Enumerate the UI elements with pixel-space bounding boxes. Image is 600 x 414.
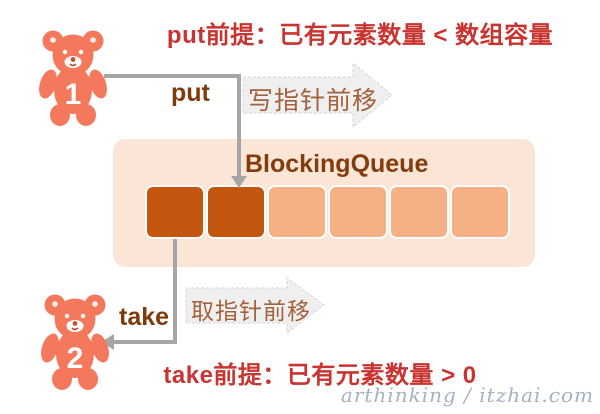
producer-number: 1: [65, 78, 82, 111]
bear-ear-dot: [92, 301, 98, 307]
consumer-bear-icon: 2: [41, 294, 109, 390]
take-pointer-label: 取指针前移: [191, 298, 311, 324]
bear-ear-dot: [50, 37, 56, 43]
put-precondition-text: put前提：已有元素数量 < 数组容量: [166, 22, 554, 49]
producer-bear-icon: 1: [39, 30, 107, 126]
bear-eye: [78, 49, 84, 55]
queue-title: BlockingQueue: [245, 150, 429, 178]
watermark-text: arthinking / itzhai.com: [340, 383, 594, 407]
bear-eye: [80, 313, 86, 319]
queue-cell-empty: [267, 185, 327, 239]
consumer-number: 2: [67, 342, 84, 375]
queue-cell-filled: [206, 185, 266, 239]
bear-ear-dot: [90, 37, 96, 43]
queue-cell-filled: [145, 185, 205, 239]
bear-muzzle: [64, 56, 82, 68]
bear-nose: [72, 321, 78, 326]
bear-nose: [70, 57, 76, 62]
queue-cell-empty: [328, 185, 388, 239]
bear-mouth: [69, 63, 77, 67]
take-action-label: take: [119, 303, 170, 331]
queue-cell-empty: [389, 185, 449, 239]
bear-eye: [64, 313, 70, 319]
bear-muzzle: [66, 320, 84, 332]
put-action-label: put: [171, 79, 210, 107]
bear-mouth: [71, 327, 79, 331]
queue-cell-empty: [450, 185, 510, 239]
queue-cells: [145, 185, 510, 239]
write-pointer-label: 写指针前移: [248, 87, 379, 115]
bear-ear-dot: [52, 301, 58, 307]
take-precondition-text: take前提：已有元素数量 > 0: [163, 362, 477, 389]
bear-eye: [62, 49, 68, 55]
